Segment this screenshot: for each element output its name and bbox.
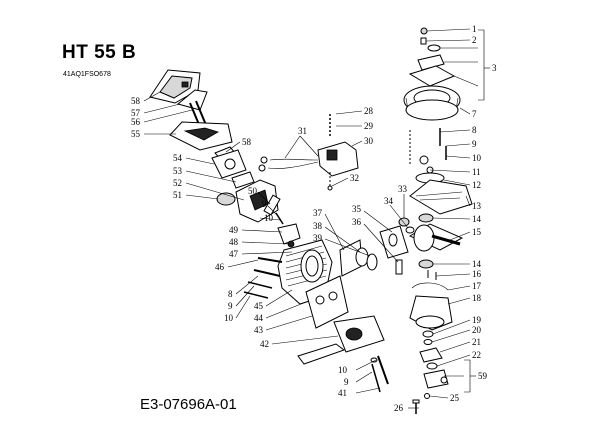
callout-9-bottom: 9 [344, 377, 349, 387]
carburetor-gasket [231, 171, 255, 189]
carburetor [211, 149, 247, 179]
callout-3: 3 [492, 63, 497, 73]
callout-20: 20 [472, 325, 482, 335]
callout-47: 48 [229, 237, 239, 247]
callout-25: 25 [450, 393, 460, 403]
callout-41: 42 [260, 339, 269, 349]
callout-10: 10 [472, 153, 482, 163]
crankcase-upper [409, 172, 473, 215]
bracket-59 [464, 359, 471, 393]
callout-44: 45 [254, 301, 264, 311]
callout-43: 44 [254, 313, 264, 323]
callout-59: 59 [478, 371, 488, 381]
filter-base [169, 121, 233, 151]
oil-seal-lower [418, 259, 434, 269]
document-id: E3-07696A-01 [140, 396, 237, 413]
muffler-bolts [370, 355, 389, 393]
callout-53: 54 [173, 153, 183, 163]
callout-30: 30 [364, 136, 374, 146]
callout-11: 11 [472, 167, 481, 177]
callout-35: 35 [352, 204, 362, 214]
callout-1: 1 [472, 24, 477, 34]
ignition-coil [258, 114, 359, 191]
callout-46: 47 [229, 249, 239, 259]
callout-50: 51 [173, 190, 182, 200]
cylinder-bolts [243, 257, 283, 299]
callout-37: 37 [313, 208, 323, 218]
callout-21: 21 [472, 337, 481, 347]
callout-28: 28 [364, 106, 374, 116]
callout-33: 33 [398, 184, 408, 194]
callout-14b: 14 [472, 259, 482, 269]
callout-13: 13 [472, 201, 482, 211]
callout-26: 26 [394, 403, 404, 413]
callout-56: 57 [131, 108, 141, 118]
callout-45: 46 [215, 262, 225, 272]
callout-9: 9 [472, 139, 477, 149]
callout-38: 38 [313, 221, 323, 231]
callout-17: 17 [472, 281, 482, 291]
callout-34: 34 [384, 196, 394, 206]
callout-51: 52 [173, 178, 182, 188]
callout-12: 12 [472, 180, 481, 190]
callout-10-left: 10 [224, 313, 234, 323]
callout-31: 31 [298, 126, 307, 136]
callout-58-label: 58 [242, 137, 252, 147]
callout-29: 29 [364, 121, 374, 131]
clutch-parts [419, 330, 449, 389]
callout-40: 41 [338, 388, 347, 398]
callout-39: 39 [313, 233, 323, 243]
muffler-gaskets [339, 239, 378, 277]
callout-16: 16 [472, 269, 482, 279]
callout-32: 32 [350, 173, 359, 183]
callout-9-left: 9 [228, 301, 233, 311]
callout-55: 56 [131, 117, 141, 127]
callout-7: 7 [472, 109, 477, 119]
starter-assembly [403, 27, 461, 121]
spacer-parts [277, 223, 301, 248]
oil-seal-upper [418, 213, 434, 223]
callout-42: 43 [254, 325, 264, 335]
crankcase-gasket [411, 270, 449, 291]
callout-8-left: 8 [228, 289, 233, 299]
muffler-body [333, 315, 385, 353]
callout-2: 2 [472, 35, 477, 45]
air-filter-cover [149, 69, 201, 104]
callout-49: 50 [248, 186, 258, 196]
starter-screws [409, 128, 447, 174]
crankcase-lower [409, 295, 453, 331]
callout-15: 15 [472, 227, 482, 237]
diagram-title: HT 55 B [62, 42, 137, 63]
callout-18: 18 [472, 293, 482, 303]
callout-54: 55 [131, 129, 141, 139]
callout-10-mid: 10 [264, 213, 274, 223]
crankshaft [408, 223, 464, 252]
callout-8: 8 [472, 125, 477, 135]
callout-57: 58 [131, 96, 141, 106]
leader-lines [143, 28, 479, 409]
piston [379, 225, 409, 275]
model-code: 41AQ1FSO678 [63, 71, 111, 78]
callout-10-bottom: 10 [338, 365, 348, 375]
heat-shield [297, 343, 346, 365]
callout-22: 22 [472, 350, 481, 360]
callout-48: 49 [229, 225, 239, 235]
callout-9-mid: 9 [262, 199, 267, 209]
callout-52: 53 [173, 166, 183, 176]
bracket-3 [478, 29, 485, 101]
part-number-labels: 1 2 3 7 8 9 10 11 12 13 14 15 14 16 17 1… [131, 24, 497, 413]
callout-19: 19 [472, 315, 482, 325]
callout-36: 36 [352, 217, 362, 227]
muffler [305, 275, 349, 329]
bottom-screws [412, 393, 430, 414]
callout-14a: 14 [472, 214, 482, 224]
